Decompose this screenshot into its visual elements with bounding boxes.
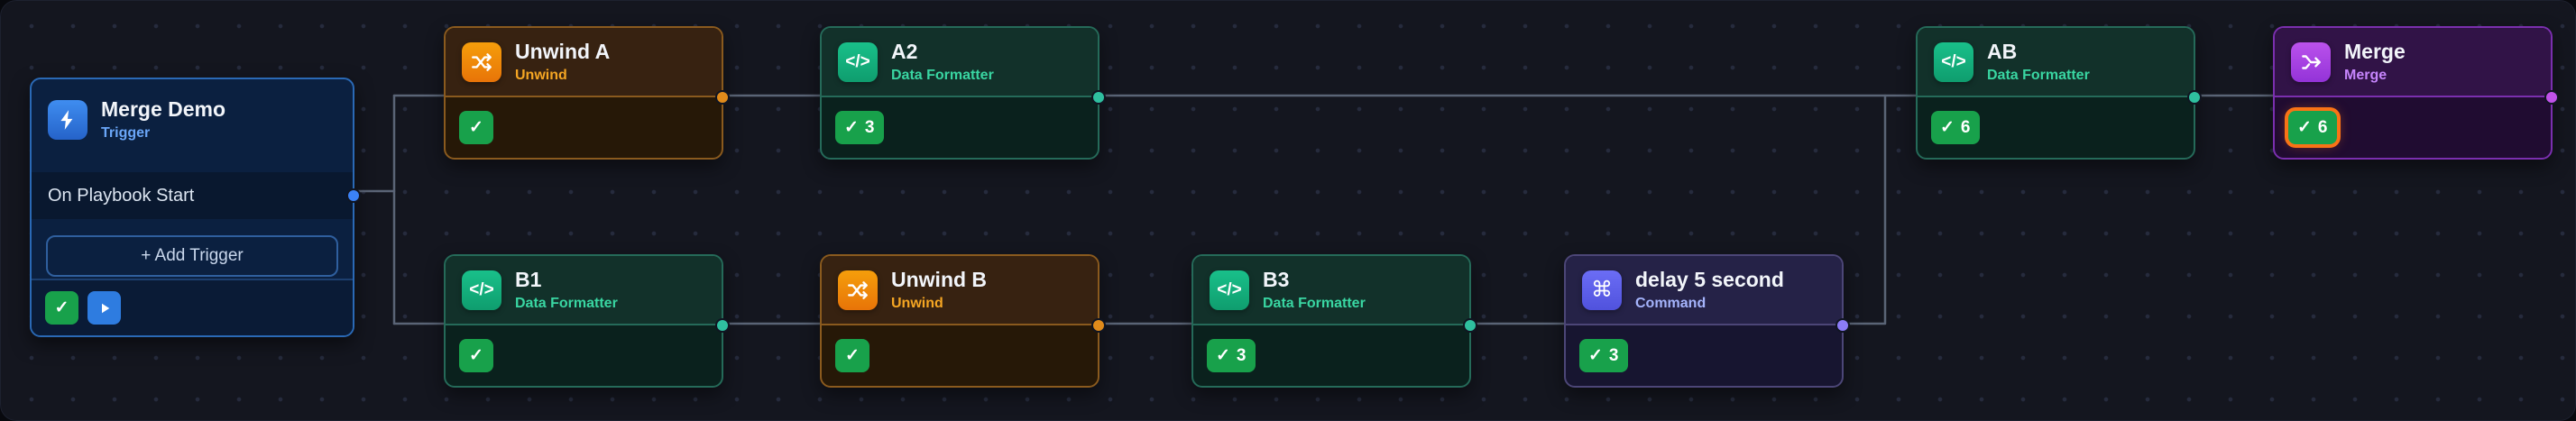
output-port[interactable] (715, 318, 730, 333)
play-icon (101, 303, 109, 313)
output-port[interactable] (715, 90, 730, 105)
command-icon: ⌘ (1582, 270, 1622, 310)
node-title: Merge (2344, 40, 2406, 63)
node-subtitle: Unwind (515, 68, 567, 83)
check-icon: ✓ (1216, 346, 1230, 365)
run-status-badge[interactable]: ✓ 6 (1931, 111, 1980, 144)
node-title: A2 (891, 40, 918, 63)
output-port[interactable] (2187, 90, 2202, 105)
run-status-badge-selected[interactable]: ✓ 6 (2288, 111, 2337, 144)
run-status-badge[interactable]: ✓ (459, 339, 493, 372)
node-ab[interactable]: </> AB Data Formatter ✓ 6 (1916, 26, 2202, 160)
unwind-icon (462, 41, 501, 82)
node-subtitle: Data Formatter (1987, 68, 2090, 83)
node-title: Unwind A (515, 40, 611, 63)
node-delay-5-second[interactable]: ⌘ delay 5 second Command ✓ 3 (1564, 254, 1850, 388)
node-title: B1 (515, 268, 542, 291)
code-icon: </> (1210, 270, 1249, 310)
node-unwind-a[interactable]: Unwind A Unwind ✓ (444, 26, 730, 160)
node-subtitle: Data Formatter (1263, 296, 1366, 311)
node-merge[interactable]: Merge Merge ✓ 6 (2273, 26, 2559, 160)
check-icon: ✓ (844, 118, 859, 137)
trigger-footer: ✓ (32, 279, 353, 335)
node-b3[interactable]: </> B3 Data Formatter ✓ 3 (1191, 254, 1477, 388)
node-subtitle: Trigger (101, 125, 151, 141)
node-title: Unwind B (891, 268, 988, 291)
node-subtitle: Merge (2344, 68, 2387, 83)
output-port[interactable] (1463, 318, 1477, 333)
node-trigger-merge-demo[interactable]: Merge Demo Trigger On Playbook Start + A… (30, 78, 361, 337)
run-status-badge[interactable]: ✓ (835, 339, 869, 372)
node-subtitle: Data Formatter (891, 68, 994, 83)
node-unwind-b[interactable]: Unwind B Unwind ✓ (820, 254, 1106, 388)
output-port[interactable] (1835, 318, 1850, 333)
success-status-badge[interactable]: ✓ (45, 291, 78, 325)
check-icon: ✓ (2297, 118, 2312, 137)
code-icon: </> (1934, 41, 1973, 82)
run-status-badge[interactable]: ✓ (459, 111, 493, 144)
node-title: B3 (1263, 268, 1290, 291)
code-icon: </> (838, 41, 878, 82)
check-icon: ✓ (469, 118, 483, 137)
check-icon: ✓ (1588, 346, 1603, 365)
node-a2[interactable]: </> A2 Data Formatter ✓ 3 (820, 26, 1106, 160)
run-status-badge[interactable]: ✓ 3 (1579, 339, 1628, 372)
node-subtitle: Unwind (891, 296, 943, 311)
node-title: AB (1987, 40, 2018, 63)
merge-icon (2291, 41, 2331, 82)
node-subtitle: Command (1635, 296, 1707, 311)
check-icon: ✓ (469, 346, 483, 365)
run-status-badge[interactable]: ✓ 3 (835, 111, 884, 144)
output-port[interactable] (346, 188, 361, 203)
node-subtitle: Data Formatter (515, 296, 618, 311)
unwind-icon (838, 270, 878, 310)
lightning-icon (48, 99, 87, 140)
node-title: Merge Demo (101, 97, 226, 121)
add-trigger-button[interactable]: + Add Trigger (46, 235, 338, 277)
node-title: delay 5 second (1635, 268, 1784, 291)
run-status-badge[interactable]: ✓ 3 (1207, 339, 1256, 372)
node-b1[interactable]: </> B1 Data Formatter ✓ (444, 254, 730, 388)
output-port[interactable] (2544, 90, 2559, 105)
check-icon: ✓ (1940, 118, 1955, 137)
trigger-event-row[interactable]: On Playbook Start (32, 172, 361, 219)
trigger-event-label: On Playbook Start (48, 185, 195, 206)
check-icon: ✓ (845, 346, 860, 365)
output-port[interactable] (1091, 90, 1106, 105)
run-play-button[interactable] (87, 291, 121, 325)
edge (1842, 94, 1887, 325)
output-port[interactable] (1091, 318, 1106, 333)
code-icon: </> (462, 270, 501, 310)
trigger-header: Merge Demo Trigger (32, 79, 353, 142)
